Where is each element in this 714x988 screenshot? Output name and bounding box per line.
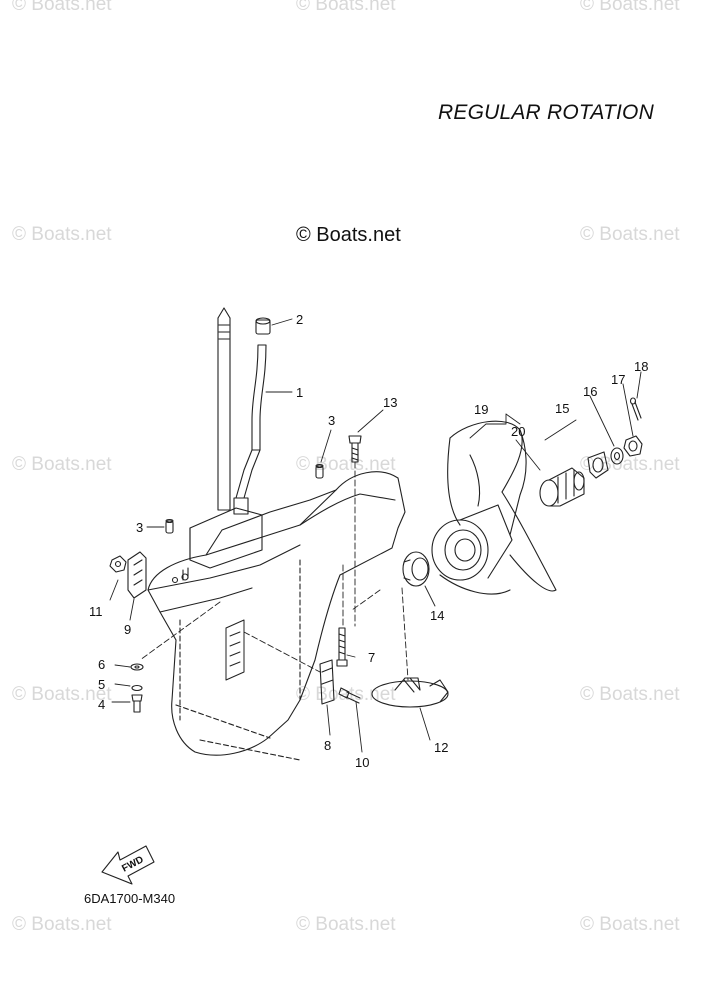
washer	[610, 447, 624, 465]
watermark: © Boats.net	[296, 0, 396, 15]
callout-10: 10	[355, 755, 369, 770]
water-intake-grille	[225, 619, 245, 681]
spring-washer	[131, 684, 143, 692]
grommet	[255, 317, 271, 335]
watermark: © Boats.net	[580, 684, 680, 705]
watermark: © Boats.net	[296, 914, 396, 935]
anode	[319, 659, 335, 705]
watermark: © Boats.net	[296, 454, 396, 475]
dowel-pin	[165, 518, 174, 534]
drive-shaft	[217, 307, 231, 511]
callout-9: 9	[124, 622, 131, 637]
thrust-spacer	[402, 551, 430, 587]
watermark: © Boats.net	[12, 0, 112, 15]
callout-4: 4	[98, 697, 105, 712]
callout-8: 8	[324, 738, 331, 753]
washer	[587, 451, 609, 479]
lower-unit-housing	[147, 471, 406, 761]
bolt	[131, 694, 143, 713]
watermark: © Boats.net	[12, 914, 112, 935]
diagram-code: 6DA1700-M340	[84, 891, 176, 906]
stud-bolt	[336, 627, 348, 667]
callout-1: 1	[296, 385, 303, 400]
trim-tab	[371, 677, 449, 708]
callout-17: 17	[611, 372, 625, 387]
watermark: © Boats.net	[580, 914, 680, 935]
callout-11: 11	[89, 604, 103, 619]
callout-labels: 1 2 3 3 4 5 6 7 8 9 10 11 12 13 14 15 16…	[89, 312, 648, 770]
callout-16: 16	[583, 384, 597, 399]
watermark: © Boats.net	[12, 454, 112, 475]
callout-3: 3	[328, 413, 335, 428]
washer	[130, 663, 144, 671]
spacer	[539, 467, 585, 507]
diagram-title: REGULAR ROTATION	[438, 101, 654, 124]
bracket	[127, 551, 147, 599]
screw	[338, 687, 361, 704]
callout-13: 13	[383, 395, 397, 410]
fwd-arrow: FWD	[101, 845, 155, 885]
water-tube	[233, 344, 267, 515]
center-watermark: © Boats.net	[296, 224, 401, 246]
callout-19: 19	[474, 402, 488, 417]
watermark: © Boats.net	[12, 224, 112, 245]
propeller	[431, 420, 557, 595]
callout-6: 6	[98, 657, 105, 672]
watermark: © Boats.net	[580, 0, 680, 15]
nut	[109, 555, 127, 573]
callout-7: 7	[368, 650, 375, 665]
callout-15: 15	[555, 401, 569, 416]
callout-2: 2	[296, 312, 303, 327]
callout-14: 14	[430, 608, 444, 623]
leader-lines	[109, 318, 642, 753]
dowel-pin	[315, 463, 324, 479]
propeller-nut	[623, 435, 643, 457]
callout-3: 3	[136, 520, 143, 535]
callout-18: 18	[634, 359, 648, 374]
watermark: © Boats.net	[12, 684, 112, 705]
callout-12: 12	[434, 740, 448, 755]
watermark: © Boats.net	[580, 224, 680, 245]
callout-20: 20	[511, 424, 525, 439]
callout-5: 5	[98, 677, 105, 692]
bolt	[348, 435, 362, 463]
cotter-pin	[629, 397, 642, 421]
watermark: © Boats.net	[580, 454, 680, 475]
